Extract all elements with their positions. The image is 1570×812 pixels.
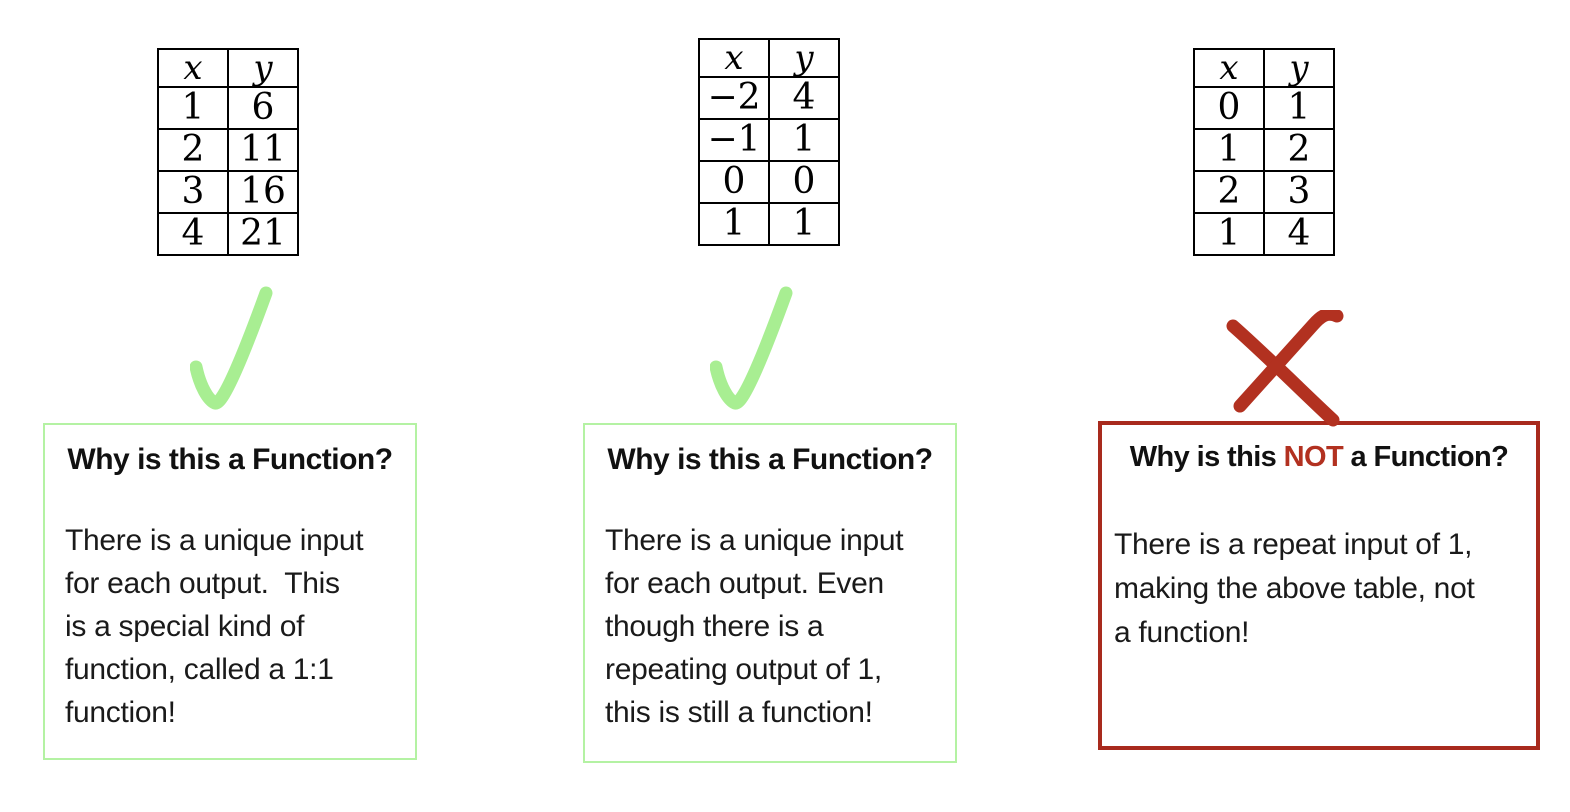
cell-x: −1 <box>698 118 770 162</box>
table-row: 4 21 <box>157 212 299 256</box>
table-row: 3 16 <box>157 170 299 214</box>
explanation-box-3: Why is this NOT a Function? There is a r… <box>1098 421 1540 750</box>
cell-x: 1 <box>157 86 229 130</box>
cell-y: 21 <box>227 212 299 256</box>
title-text: Why is this <box>1129 441 1284 473</box>
cell-x: 1 <box>1193 128 1265 172</box>
cell-y: 1 <box>768 202 840 246</box>
table-row: 1 6 <box>157 86 299 130</box>
checkmark-stroke <box>190 286 273 410</box>
header-y: y <box>227 48 299 88</box>
not-emphasis: NOT <box>1283 441 1344 473</box>
header-y: y <box>1263 48 1335 88</box>
cell-y: 11 <box>227 128 299 172</box>
explanation-box-2: Why is this a Function? There is a uniqu… <box>583 423 957 763</box>
cell-x: 1 <box>1193 212 1265 256</box>
table-row: 2 11 <box>157 128 299 172</box>
header-x: x <box>1193 48 1265 88</box>
table-row: 0 1 <box>1193 86 1335 130</box>
box-title: Why is this NOT a Function? <box>1114 437 1524 477</box>
cell-y: 4 <box>1263 212 1335 256</box>
header-x: x <box>157 48 229 88</box>
box-title: Why is this a Function? <box>67 443 393 476</box>
header-x: x <box>698 38 770 78</box>
table-row: 1 4 <box>1193 212 1335 256</box>
box-body: There is a unique input for each output.… <box>65 524 364 729</box>
header-y: y <box>768 38 840 78</box>
table-row: 0 0 <box>698 160 840 204</box>
table-header-row: x y <box>157 48 299 88</box>
cell-x: 4 <box>157 212 229 256</box>
title-text: a Function? <box>1343 441 1509 473</box>
cell-y: 16 <box>227 170 299 214</box>
table-row: −2 4 <box>698 76 840 120</box>
x-stroke <box>1226 319 1340 427</box>
cell-y: 0 <box>768 160 840 204</box>
x-stroke <box>1233 310 1344 413</box>
cell-y: 4 <box>768 76 840 120</box>
cell-y: 6 <box>227 86 299 130</box>
checkmark-icon <box>710 286 793 410</box>
cell-x: 2 <box>1193 170 1265 214</box>
x-mark-icon <box>1226 310 1344 427</box>
cell-y: 1 <box>768 118 840 162</box>
box-body: There is a unique input for each output.… <box>605 524 904 729</box>
cell-x: 0 <box>1193 86 1265 130</box>
table-row: 2 3 <box>1193 170 1335 214</box>
box-body: There is a repeat input of 1, making the… <box>1114 528 1475 649</box>
cell-y: 2 <box>1263 128 1335 172</box>
cell-x: −2 <box>698 76 770 120</box>
table-header-row: x y <box>698 38 840 78</box>
box-title: Why is this a Function? <box>607 443 933 476</box>
cell-y: 3 <box>1263 170 1335 214</box>
checkmark-stroke <box>710 286 793 410</box>
explanation-box-1: Why is this a Function? There is a uniqu… <box>43 423 417 760</box>
cell-y: 1 <box>1263 86 1335 130</box>
cell-x: 1 <box>698 202 770 246</box>
table-header-row: x y <box>1193 48 1335 88</box>
table-row: −1 1 <box>698 118 840 162</box>
table-row: 1 2 <box>1193 128 1335 172</box>
xy-table-1: x y 1 6 2 11 3 16 4 21 <box>157 48 299 256</box>
cell-x: 2 <box>157 128 229 172</box>
xy-table-3: x y 0 1 1 2 2 3 1 4 <box>1193 48 1335 256</box>
cell-x: 3 <box>157 170 229 214</box>
cell-x: 0 <box>698 160 770 204</box>
table-row: 1 1 <box>698 202 840 246</box>
checkmark-icon <box>190 286 273 410</box>
xy-table-2: x y −2 4 −1 1 0 0 1 1 <box>698 38 840 246</box>
